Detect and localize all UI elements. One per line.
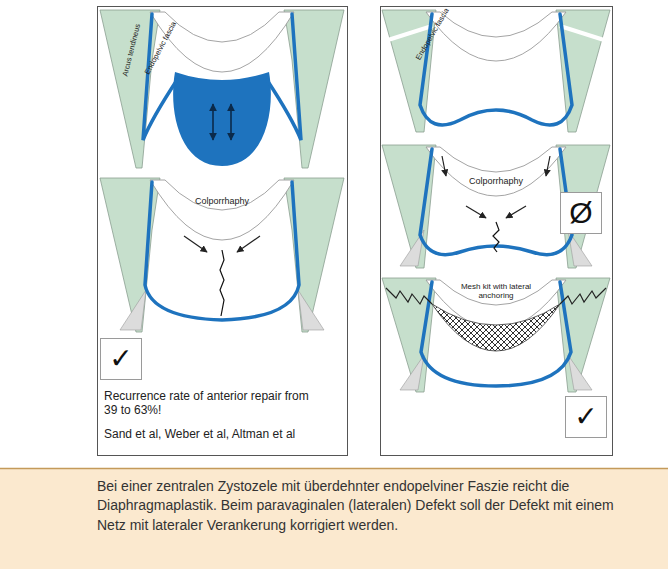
pelvic-wall (100, 10, 610, 392)
fascia-band (150, 12, 566, 329)
cystocele (173, 72, 271, 166)
check-box: ✓ (100, 338, 142, 380)
ground (0, 0, 668, 468)
reject-box: Ø (560, 192, 602, 234)
procedure-label: Colporrhaphy (446, 176, 546, 186)
mark-symbol: ✓ (574, 403, 597, 431)
check-box: ✓ (565, 396, 607, 438)
mark-symbol: ✓ (109, 345, 132, 373)
right-panel (381, 7, 613, 456)
left-panel (98, 7, 348, 456)
procedure-label: Colporrhaphy (172, 196, 272, 206)
caption-band (0, 468, 668, 569)
note: Recurrence rate of anterior repair from … (104, 390, 322, 418)
caption: Bei einer zentralen Zystozele mit überde… (97, 477, 627, 535)
mark-symbol: Ø (569, 198, 592, 228)
bulge-arrow (213, 104, 231, 140)
mesh (432, 304, 560, 351)
anatomy-label: Endopelvic fascia (142, 17, 181, 79)
mesh-label: Mesh kit with lateral anchoring (456, 282, 536, 300)
anatomy-label: Endopelvic fascia (413, 4, 453, 65)
citation: Sand et al, Weber et al, Altman et al (104, 428, 340, 442)
vaginal-wall (143, 14, 572, 386)
shadow-triangle (120, 230, 592, 390)
suture (220, 222, 499, 316)
anatomy-label: Arcus tendineus (119, 15, 144, 85)
band-rule (0, 468, 668, 470)
